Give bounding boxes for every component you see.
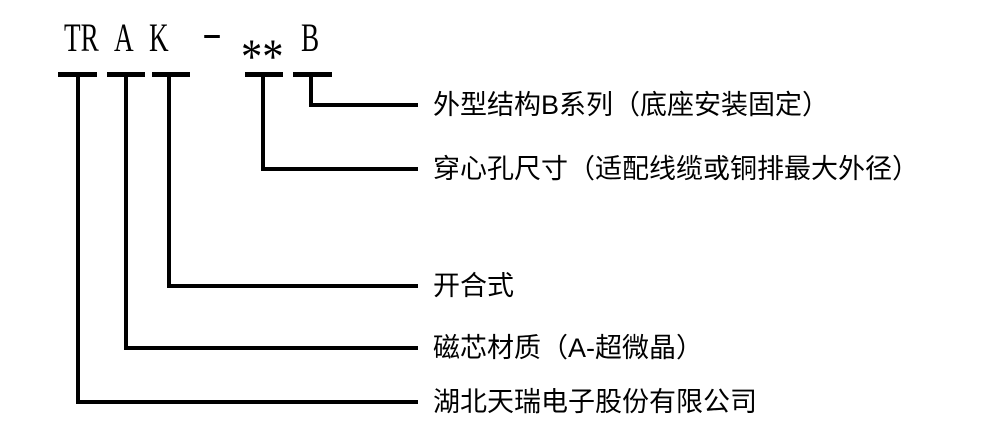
legend-label-split-core: 开合式 <box>433 271 514 301</box>
connector-hline-k <box>167 284 418 288</box>
legend-label-company: 湖北天瑞电子股份有限公司 <box>433 387 757 417</box>
connector-hline-b <box>309 103 418 107</box>
connector-hline-stars <box>261 167 418 171</box>
code-segment-dash: - <box>202 10 222 55</box>
connector-vline-a <box>124 72 128 350</box>
legend-label-hole-size: 穿心孔尺寸（适配线缆或铜排最大外径） <box>433 154 919 184</box>
code-segment-a: A <box>114 15 134 60</box>
connector-hline-a <box>124 346 418 350</box>
code-segment-tr: TR <box>64 15 99 60</box>
connector-bar-k <box>152 72 190 77</box>
code-segment-b: B <box>301 15 320 60</box>
connector-hline-tr <box>76 400 418 404</box>
connector-vline-tr <box>76 72 80 404</box>
connector-vline-stars <box>261 72 265 171</box>
connector-vline-k <box>167 72 171 288</box>
legend-label-structure-series: 外型结构B系列（底座安装固定） <box>433 90 830 120</box>
code-segment-k: K <box>149 15 169 60</box>
legend-label-core-material: 磁芯材质（A-超微晶） <box>433 333 703 363</box>
connector-vline-b <box>309 72 313 107</box>
